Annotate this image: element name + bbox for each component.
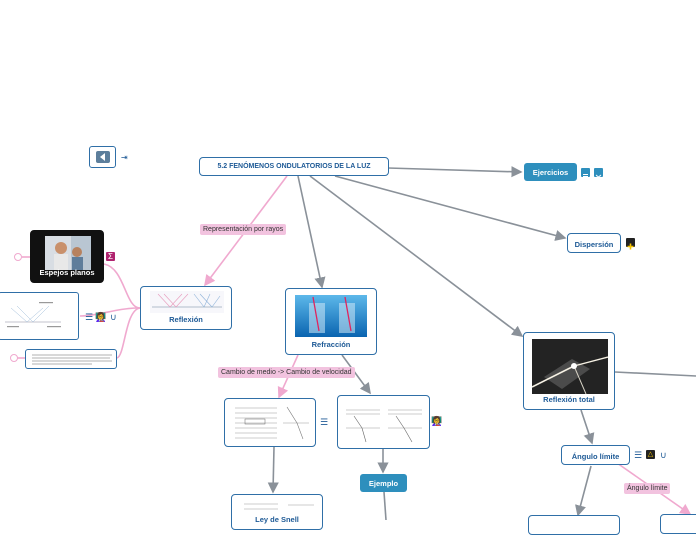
reflexion-node[interactable]: Reflexión — [140, 286, 232, 330]
ejercicios-label: Ejercicios — [532, 168, 569, 177]
refraction-example-node[interactable] — [337, 395, 430, 449]
edge-snellimg-ley — [267, 446, 279, 494]
angulo-limite-label: Ángulo límite — [571, 452, 620, 461]
edge-angulo-down — [575, 465, 592, 517]
root-title: 5.2 FENÓMENOS ONDULATORIOS DE LA LUZ — [217, 163, 371, 170]
refraccion-label: Refracción — [311, 340, 351, 349]
ley-snell-image — [244, 503, 314, 510]
dispersion-label: Dispersión — [574, 240, 614, 249]
reflection-diagram-image — [5, 302, 61, 328]
edge-reflexion-img2 — [116, 307, 141, 359]
edge-label-angulo-limite[interactable]: Ángulo límite — [624, 483, 671, 494]
edge-label-rep-rayos[interactable]: Representación por rayos — [200, 224, 287, 235]
edge-rtotal-angulo — [580, 409, 595, 445]
offscreen-node[interactable] — [660, 514, 696, 534]
edge-label-cambio-medio[interactable]: Cambio de medio -> Cambio de velocidad — [218, 367, 355, 378]
snell-table-node[interactable] — [224, 398, 316, 447]
refraccion-photo — [295, 295, 367, 337]
collapse-dot — [14, 253, 22, 261]
reflexion-label: Reflexión — [169, 315, 203, 324]
angulo-limite-node[interactable]: Ángulo límite — [561, 445, 630, 465]
offscreen-node[interactable] — [528, 515, 620, 535]
collapse-dot — [10, 354, 18, 362]
list-icon[interactable] — [581, 168, 590, 179]
ejercicios-node[interactable]: Ejercicios — [524, 163, 577, 181]
reflection-diagram-node[interactable] — [0, 292, 79, 340]
ejemplo-node[interactable]: Ejemplo — [360, 474, 407, 492]
list-icon[interactable]: ☰ — [85, 312, 94, 322]
dropbox-icon[interactable] — [594, 168, 603, 180]
list-icon[interactable]: ☰ — [320, 417, 329, 427]
reflexion-total-node[interactable]: Reflexión total — [523, 332, 615, 410]
edge-refraccion-ejemplo — [341, 354, 371, 395]
ley-snell-node[interactable]: Ley de Snell — [231, 494, 323, 530]
refraction-example-image — [346, 409, 422, 443]
sigma-icon[interactable]: Σ — [106, 252, 115, 261]
text-note-node[interactable] — [25, 349, 117, 369]
mind-map-canvas: ⇥ 5.2 FENÓMENOS ONDULATORIOS DE LA LUZ E… — [0, 146, 696, 535]
edge-rtotal-right — [614, 371, 696, 377]
snell-table-image — [235, 406, 309, 440]
back-button[interactable] — [89, 146, 116, 168]
dispersion-node[interactable]: Dispersión — [567, 233, 621, 253]
person-icon[interactable]: 👩‍🏫 — [95, 312, 107, 322]
reflexion-total-photo — [532, 339, 608, 394]
edge-root-reflexion-total — [309, 175, 524, 337]
sigma-icon[interactable]: △ — [646, 450, 655, 459]
link-icon[interactable]: ⇥ — [121, 153, 128, 162]
espejos-planos-label: Espejos planos — [39, 268, 95, 277]
espejos-planos-node[interactable]: Espejos planos — [30, 230, 104, 283]
reflexion-total-label: Reflexión total — [543, 395, 595, 404]
edge-root-dispersion — [334, 175, 567, 241]
edge-ejemplo-continue — [383, 491, 387, 520]
link-icon[interactable]: ∪ — [660, 450, 667, 460]
edge-reflexion-espejos — [103, 263, 141, 309]
edge-root-ejercicios — [387, 166, 523, 178]
ejemplo-label: Ejemplo — [368, 479, 399, 488]
person-icon[interactable]: 👩‍🏫 — [431, 416, 443, 426]
back-arrow-icon — [96, 151, 110, 163]
root-node[interactable]: 5.2 FENÓMENOS ONDULATORIOS DE LA LUZ — [199, 157, 389, 176]
espejos-photo — [45, 236, 91, 270]
list-icon[interactable]: ☰ — [634, 450, 643, 460]
text-note-image — [32, 354, 112, 365]
edge-root-refraccion — [297, 175, 326, 289]
plus-icon[interactable] — [626, 238, 635, 250]
reflexion-image — [150, 291, 224, 313]
edge-reflexion-img1 — [79, 307, 141, 317]
refraccion-node[interactable]: Refracción — [285, 288, 377, 355]
link-icon[interactable]: ∪ — [110, 312, 117, 322]
